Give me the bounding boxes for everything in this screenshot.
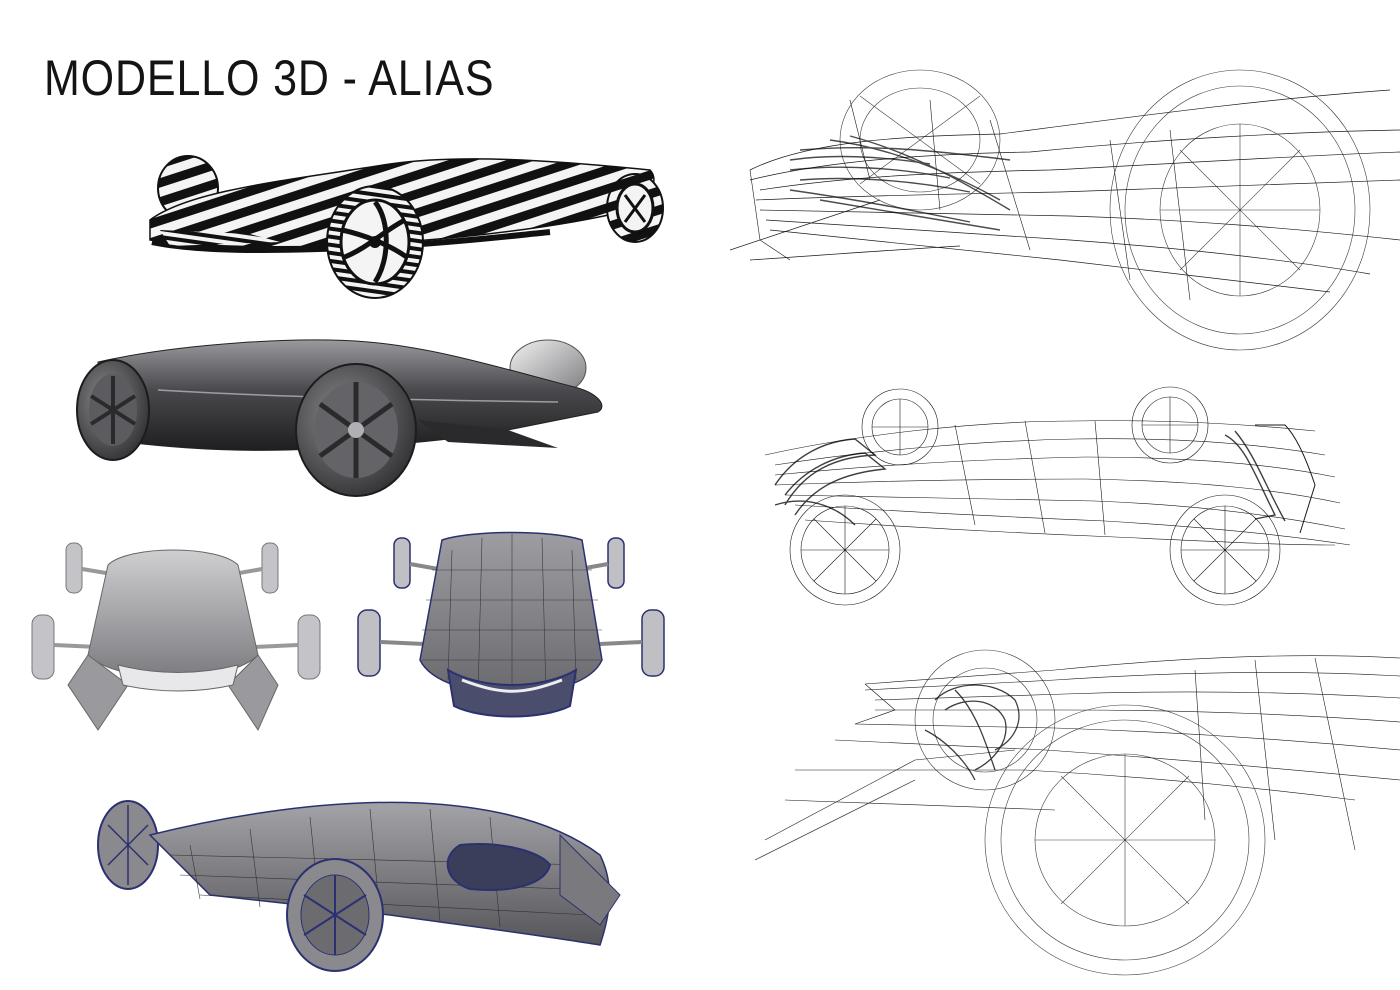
wireframe-rear-drawing (755, 649, 1400, 976)
rear-perspective-nurbs-render (90, 795, 630, 975)
rear-nurbs-car-drawing (97, 800, 621, 972)
shaded-perspective-render (38, 330, 618, 500)
front-view-shaded-render (28, 535, 328, 740)
wireframe-front-perspective (730, 60, 1400, 380)
wireframe-rear-perspective (755, 640, 1400, 980)
wireframe-front-drawing (730, 69, 1400, 351)
zebra-analysis-render (130, 150, 670, 300)
wireframe-side-drawing (764, 386, 1351, 606)
front-view-nurbs-render (352, 530, 672, 742)
page-title: MODELLO 3D - ALIAS (44, 50, 495, 106)
zebra-car-drawing (149, 155, 664, 299)
shaded-car-drawing (76, 339, 603, 497)
front-shaded-car-drawing (31, 542, 321, 732)
wireframe-side-view (755, 385, 1355, 610)
front-nurbs-car-drawing (357, 531, 665, 718)
